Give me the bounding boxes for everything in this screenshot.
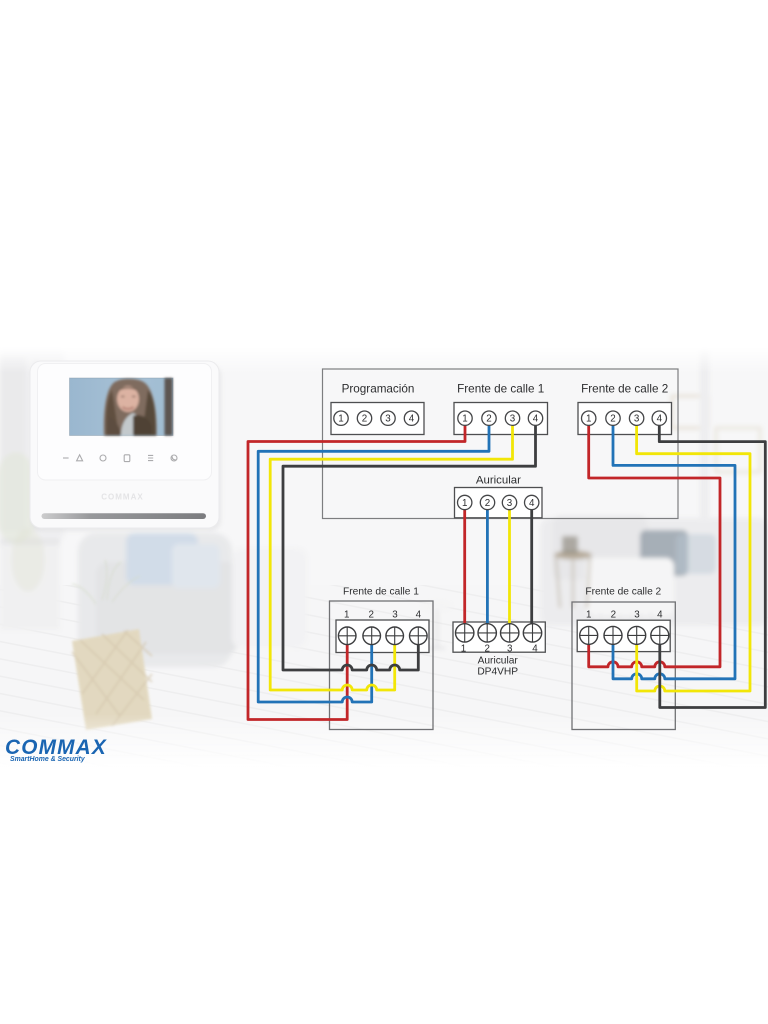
svg-text:2: 2 <box>362 414 367 425</box>
svg-text:2: 2 <box>611 610 616 621</box>
svg-text:3: 3 <box>510 414 516 425</box>
svg-text:1: 1 <box>344 610 349 621</box>
svg-text:Frente de calle 1: Frente de calle 1 <box>457 383 544 396</box>
svg-text:3: 3 <box>634 414 640 425</box>
svg-text:Auricular: Auricular <box>476 474 521 486</box>
svg-text:4: 4 <box>657 414 663 425</box>
svg-text:Programación: Programación <box>342 383 415 396</box>
svg-text:4: 4 <box>657 610 663 621</box>
svg-text:2: 2 <box>486 414 491 425</box>
svg-text:3: 3 <box>392 610 398 621</box>
svg-text:2: 2 <box>610 414 615 425</box>
svg-text:Auricular: Auricular <box>478 656 519 667</box>
svg-text:4: 4 <box>532 643 538 654</box>
svg-text:Frente de calle 2: Frente de calle 2 <box>581 383 668 396</box>
svg-text:4: 4 <box>416 610 422 621</box>
svg-text:1: 1 <box>586 414 591 425</box>
svg-text:3: 3 <box>507 498 513 509</box>
svg-text:Frente de calle 1: Frente de calle 1 <box>343 587 419 598</box>
svg-text:2: 2 <box>485 498 490 509</box>
svg-text:1: 1 <box>461 643 466 654</box>
svg-text:2: 2 <box>368 610 373 621</box>
svg-text:3: 3 <box>634 610 640 621</box>
svg-text:1: 1 <box>462 498 467 509</box>
svg-text:Frente de calle 2: Frente de calle 2 <box>585 587 661 598</box>
svg-text:2: 2 <box>484 643 489 654</box>
svg-text:COMMAX: COMMAX <box>5 736 107 759</box>
svg-text:3: 3 <box>507 643 513 654</box>
svg-text:COMMAX: COMMAX <box>101 493 143 502</box>
svg-text:3: 3 <box>385 414 391 425</box>
svg-text:4: 4 <box>529 498 535 509</box>
svg-text:SmartHome & Security: SmartHome & Security <box>10 756 86 763</box>
svg-text:1: 1 <box>462 414 467 425</box>
svg-text:1: 1 <box>338 414 343 425</box>
svg-text:1: 1 <box>586 610 591 621</box>
svg-text:DP4VHP: DP4VHP <box>477 667 518 678</box>
svg-text:4: 4 <box>409 414 415 425</box>
svg-text:4: 4 <box>533 414 539 425</box>
